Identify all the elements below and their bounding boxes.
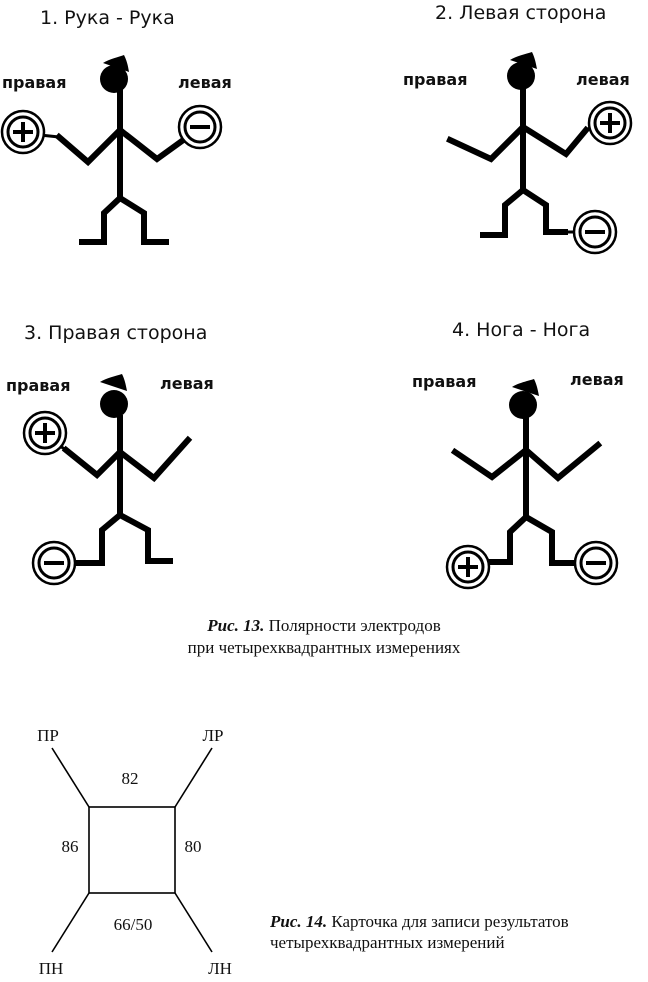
figure14-caption-line2: четырехквадрантных измерений <box>270 933 505 952</box>
side-label-right: правая <box>6 376 71 395</box>
plus-electrode-icon <box>22 410 68 456</box>
side-label-right: правая <box>412 372 477 391</box>
plus-electrode-icon <box>445 544 491 590</box>
side-label-left: левая <box>570 370 624 389</box>
corner-label-left-hand: ЛР <box>203 726 224 745</box>
side-label-left: левая <box>178 73 232 92</box>
side-label-left: левая <box>576 70 630 89</box>
panel-title: 4. Нога - Нога <box>452 319 590 341</box>
card-square <box>88 806 176 894</box>
value-right: 80 <box>185 837 202 856</box>
minus-electrode-icon <box>177 104 223 150</box>
panel-2: 2. Левая сторона правая левая <box>403 2 633 255</box>
value-top: 82 <box>122 769 139 788</box>
minus-electrode-icon <box>572 540 619 586</box>
side-label-right: правая <box>2 73 67 92</box>
stick-figure <box>54 55 187 245</box>
stick-figure <box>61 374 193 566</box>
corner-label-right-foot: ПН <box>39 959 64 978</box>
stick-figure <box>450 379 603 566</box>
plus-electrode-icon <box>0 109 60 155</box>
figure13-caption-line2: при четырехквадрантных измерениях <box>188 638 461 657</box>
value-left: 86 <box>62 837 79 856</box>
panel-4: 4. Нога - Нога правая левая <box>412 319 624 590</box>
minus-electrode-icon <box>565 209 618 255</box>
panel-title: 2. Левая сторона <box>435 2 606 24</box>
minus-electrode-icon <box>31 540 78 586</box>
figure13-caption-line1: Рис. 13. Полярности электродов <box>206 616 440 635</box>
panel-title: 3. Правая сторона <box>24 322 207 344</box>
stick-figure <box>446 52 591 238</box>
corner-label-left-foot: ЛН <box>208 959 232 978</box>
plus-electrode-icon <box>585 100 633 146</box>
value-bottom: 66/50 <box>114 915 153 934</box>
side-label-right: правая <box>403 70 468 89</box>
figure14-caption-line1: Рис. 14. Карточка для записи результатов <box>269 912 569 931</box>
panel-1: 1. Рука - Рука правая левая <box>0 7 232 245</box>
panel-3: 3. Правая сторона правая левая <box>6 322 214 586</box>
panel-title: 1. Рука - Рука <box>40 7 175 29</box>
side-label-left: левая <box>160 374 214 393</box>
corner-label-right-hand: ПР <box>37 726 59 745</box>
recording-card: ПР ЛР ПН ЛН 82 86 80 66/50 <box>37 726 232 978</box>
